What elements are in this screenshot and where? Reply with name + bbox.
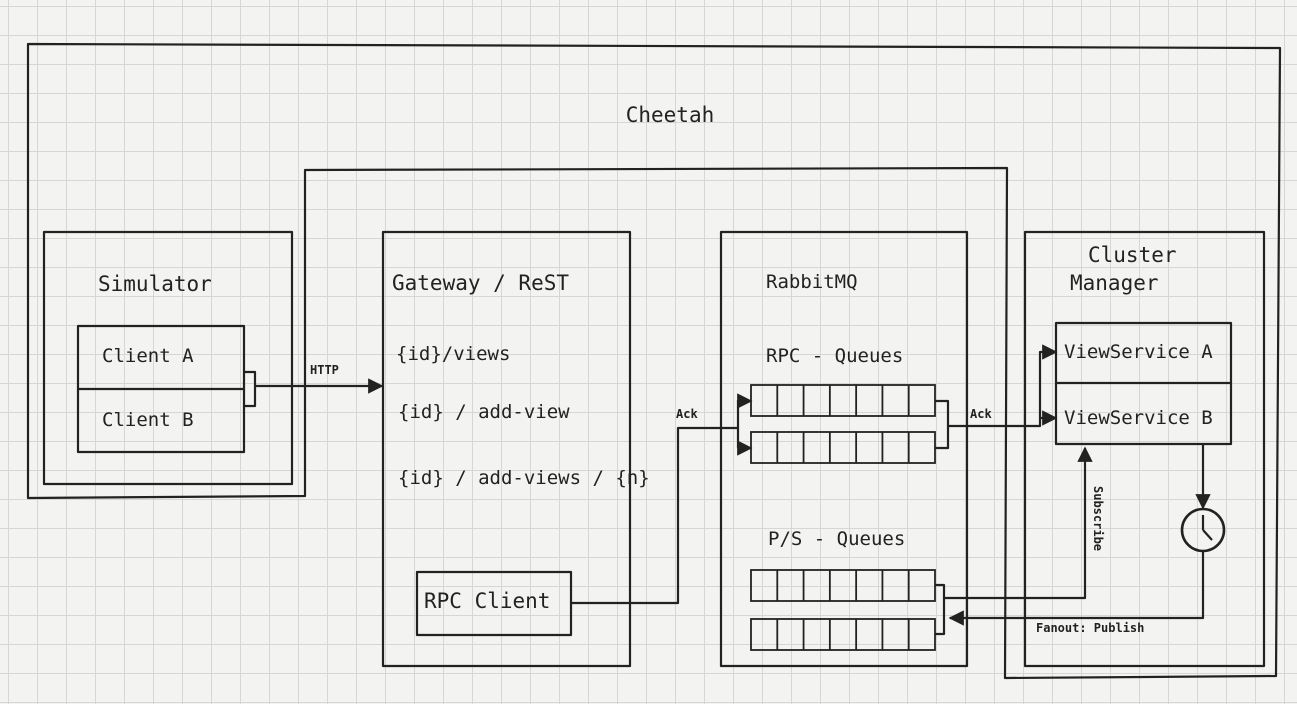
subscribe-label: Subscribe xyxy=(1091,486,1105,551)
gateway-label: Gateway / ReST xyxy=(392,271,569,295)
route-views: {id}/views xyxy=(396,343,510,365)
queues xyxy=(750,384,936,651)
cheetah-boundary xyxy=(26,42,1282,680)
simulator-box xyxy=(42,230,294,486)
cluster-manager-box xyxy=(1023,230,1266,668)
rabbitmq-label: RabbitMQ xyxy=(766,271,858,293)
cluster-manager-group: Cluster Manager ViewService A ViewServic… xyxy=(1023,230,1266,668)
simulator-group: Simulator Client A Client B xyxy=(42,230,294,486)
client-bracket xyxy=(244,370,257,408)
ack-right-line xyxy=(948,344,1058,428)
ack-left-label: Ack xyxy=(676,407,698,421)
publish-line xyxy=(948,551,1205,626)
gateway-box xyxy=(381,230,632,668)
cheetah-title: Cheetah xyxy=(626,103,715,127)
view-service-b: ViewService B xyxy=(1064,407,1213,429)
cluster-label-2: Manager xyxy=(1070,271,1159,295)
cluster-label-1: Cluster xyxy=(1088,243,1177,267)
clock-icon xyxy=(1180,507,1226,553)
http-label: HTTP xyxy=(310,363,339,377)
rpc-queue-2 xyxy=(750,431,936,464)
fanout-label: Fanout: Publish xyxy=(1036,621,1144,635)
route-add-view: {id} / add-view xyxy=(398,401,570,423)
rabbitmq-group: RabbitMQ RPC - Queues P/S - Queues xyxy=(719,230,969,668)
view-service-a: ViewService A xyxy=(1064,341,1213,363)
rpc-queues-label: RPC - Queues xyxy=(766,345,903,367)
client-a: Client A xyxy=(102,345,194,367)
ps-queue-2 xyxy=(750,618,936,651)
simulator-label: Simulator xyxy=(98,272,212,296)
ps-queues-label: P/S - Queues xyxy=(768,528,905,550)
gateway-group: Gateway / ReST {id}/views {id} / add-vie… xyxy=(381,230,650,668)
client-b: Client B xyxy=(102,409,194,431)
ps-queue-1 xyxy=(750,569,936,602)
rpc-client-label: RPC Client xyxy=(424,589,550,613)
rpc-queue-1 xyxy=(750,384,936,417)
ack-right-label: Ack xyxy=(970,407,992,421)
rpc-request-line xyxy=(571,426,738,605)
route-add-views: {id} / add-views / {n} xyxy=(398,467,650,489)
rabbitmq-box xyxy=(719,230,969,668)
subscribe-line xyxy=(944,446,1093,600)
